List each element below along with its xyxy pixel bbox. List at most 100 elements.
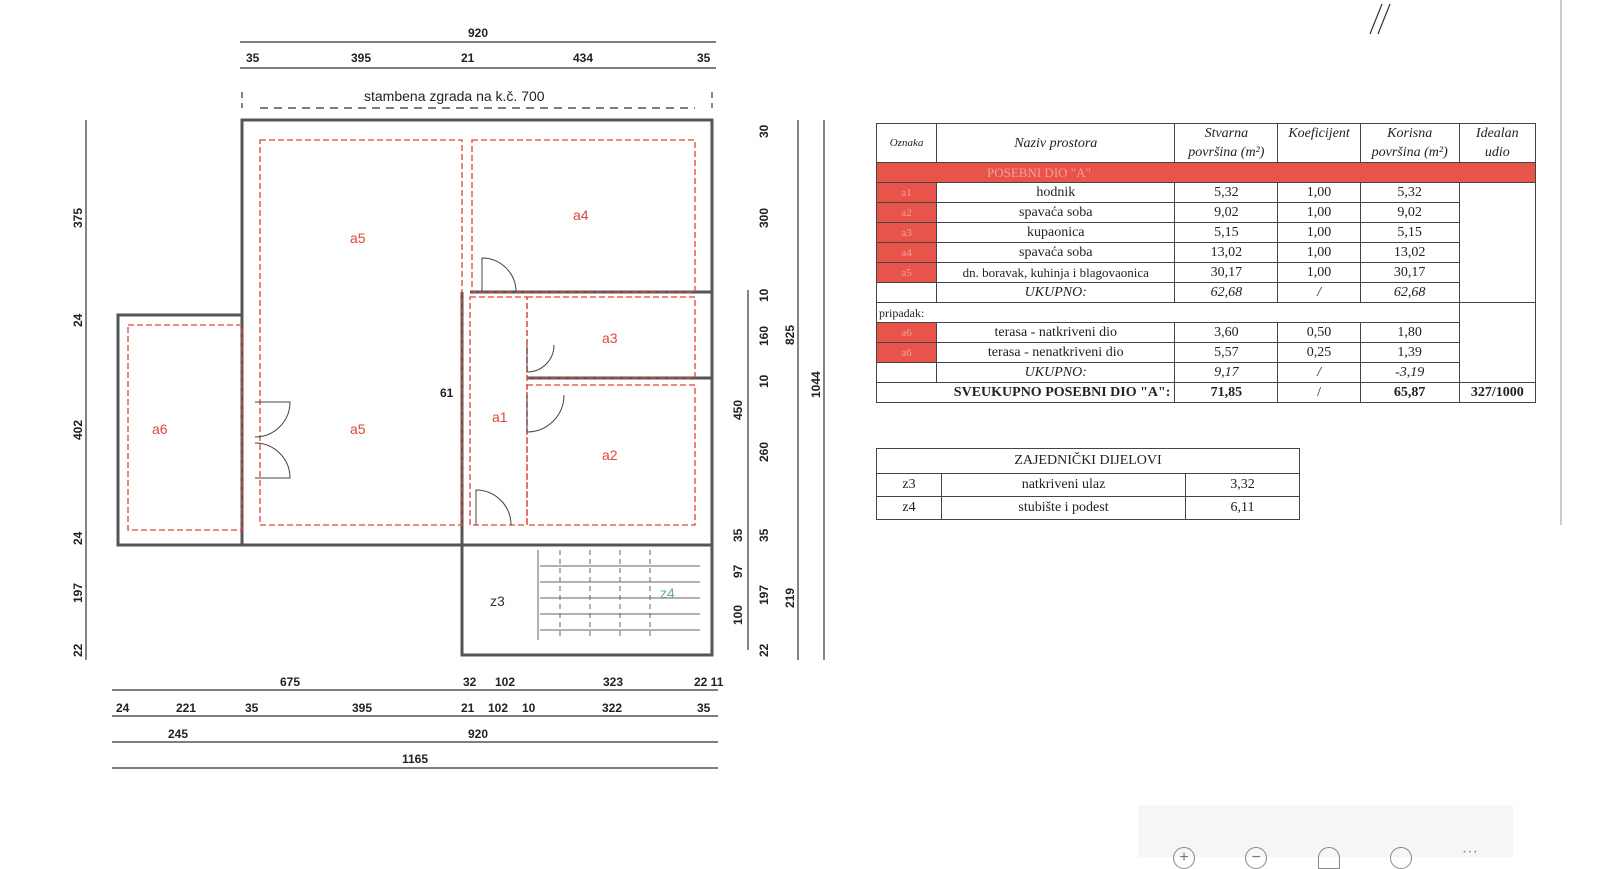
rotate-icon[interactable] [1389,847,1412,869]
cell-actual: 5,15 [1174,222,1279,243]
area-table: Oznaka Naziv prostora Stvarna površina (… [875,123,1537,403]
cell-code: a1 [875,182,938,203]
cell-actual: 5,57 [1174,342,1279,363]
cell-useful: 65,87 [1359,382,1460,403]
dim: 30 [757,124,771,138]
room-labels: a5 a5 a4 a3 a2 a1 a6 z3 z4 stambena zgra… [152,88,675,609]
fit-page-icon[interactable] [1317,847,1340,869]
cell-empty [875,362,937,383]
cell-name: terasa - nenatkriveni dio [936,342,1176,363]
dim: 35 [245,701,259,715]
cell-area: 6,11 [1185,496,1300,520]
dim: 322 [602,701,622,715]
cell-code: z3 [876,473,942,497]
cell-useful: 62,68 [1359,282,1460,303]
viewer-toolbar: + − ··· [1138,805,1513,869]
cell-total-label: SVEUKUPNO POSEBNI DIO "A": [875,382,1176,403]
room-label-a5: a5 [350,421,366,437]
cell-actual: 5,32 [1174,182,1279,203]
dim: 21 [461,701,475,715]
dim: 21 [461,51,475,65]
cell-useful: 1,80 [1359,322,1460,343]
cell-coef: 1,00 [1277,182,1361,203]
col-header: Koeficijent [1277,123,1361,163]
dim: 920 [468,727,488,741]
page-edge [1560,0,1562,525]
cell-name: spavaća soba [936,242,1176,263]
neighbor-label: stambena zgrada na k.č. 700 [364,88,545,104]
cell-coef: 0,25 [1277,342,1361,363]
cell-useful: 13,02 [1359,242,1460,263]
table-row: z3 natkriveni ulaz 3,32 [876,473,1300,497]
table-row: z4 stubište i podest 6,11 [876,496,1300,520]
dim: 24 [116,701,130,715]
cell-coef: 1,00 [1277,222,1361,243]
cell-name: dn. boravak, kuhinja i blagovaonica [936,262,1176,283]
cell-code: a3 [875,222,938,243]
cell-code: a6 [875,342,938,363]
dim: 197 [71,583,85,603]
cell-area: 3,32 [1185,473,1300,497]
dim: 323 [603,675,623,689]
doors [254,257,565,526]
dim: 434 [573,51,593,65]
dim: 260 [757,442,771,462]
cell-share [1458,302,1537,383]
dim: 395 [351,51,371,65]
dim: 35 [246,51,260,65]
dim: 10 [522,701,536,715]
room-label-z3: z3 [490,593,505,609]
table-row: a5 dn. boravak, kuhinja i blagovaonica 3… [875,262,1536,283]
dim: 10 [757,374,771,388]
cell-useful: 5,32 [1359,182,1460,203]
walls [116,118,714,657]
cell-name: spavaća soba [936,202,1176,223]
col-header: Stvarna površina (m²) [1174,123,1279,163]
cell-coef: / [1277,382,1361,403]
section-title: POSEBNI DIO "A" [876,162,1536,183]
zoom-in-icon[interactable]: + [1173,847,1196,869]
col-header: Naziv prostora [936,123,1176,163]
dim: 1044 [809,371,823,398]
room-label-z4: z4 [660,585,675,601]
dim: 24 [71,531,85,545]
stairs [537,550,700,640]
room-label-a1: a1 [492,409,508,425]
cell-useful: -3,19 [1359,362,1460,383]
cell-total-label: UKUPNO: [936,282,1176,303]
cell-name: stubište i podest [941,496,1186,520]
cell-name: kupaonica [936,222,1176,243]
common-title: ZAJEDNIČKI DIJELOVI [876,448,1300,474]
section-row: POSEBNI DIO "A" [876,162,1536,183]
dimension-lines [85,41,825,769]
cell-useful: 5,15 [1359,222,1460,243]
dim: 402 [71,420,85,440]
north-arrow-mark [1369,3,1391,35]
cell-share: 327/1000 [1458,382,1537,403]
grand-total-row: SVEUKUPNO POSEBNI DIO "A": 71,85 / 65,87… [875,382,1537,403]
dim: 395 [352,701,372,715]
dim: 825 [783,325,797,345]
cell-actual: 62,68 [1174,282,1279,303]
dim: 300 [757,208,771,228]
zoom-out-icon[interactable]: − [1245,847,1268,869]
dimension-labels: 920 35 395 21 434 35 375 24 402 24 197 2… [71,26,823,766]
cell-coef: 0,50 [1277,322,1361,343]
table-row: a2 spavaća soba 9,02 1,00 9,02 [875,202,1536,223]
cell-useful: 30,17 [1359,262,1460,283]
table-row: a6 terasa - natkriveni dio 3,60 0,50 1,8… [875,322,1536,343]
cell-actual: 13,02 [1174,242,1279,263]
cell-coef: 1,00 [1277,262,1361,283]
dim: 35 [697,701,711,715]
dim: 920 [468,26,488,40]
dim: 102 [495,675,515,689]
cell-name: natkriveni ulaz [941,473,1186,497]
total-row: UKUPNO: 9,17 / -3,19 [875,362,1536,383]
room-label-a5: a5 [350,230,366,246]
room-label-a2: a2 [602,447,618,463]
more-options-icon[interactable]: ··· [1461,843,1478,860]
cell-actual: 3,60 [1174,322,1279,343]
cell-name: terasa - natkriveni dio [936,322,1176,343]
cell-actual: 30,17 [1174,262,1279,283]
dim: 35 [757,528,771,542]
